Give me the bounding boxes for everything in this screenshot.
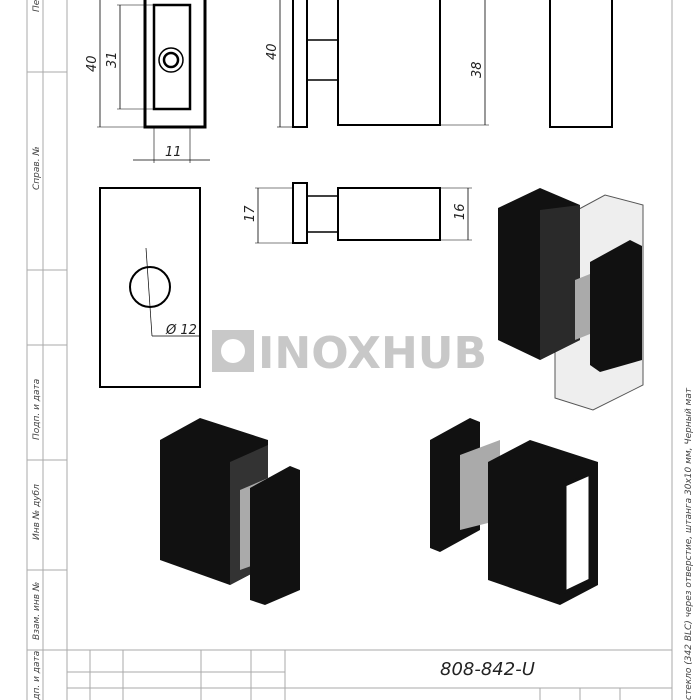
stamp-sprav: Справ. № <box>32 146 42 190</box>
designation: 808-842-U <box>440 659 535 680</box>
dim-front-height: 40 <box>85 55 100 72</box>
sheet-frame <box>26 0 673 700</box>
iso-view-glass <box>498 188 644 411</box>
watermark-logo: INOXHUB <box>212 328 487 379</box>
dim-front-inner: 31 <box>105 51 120 68</box>
stamp-podp-1: Подп. и дата <box>32 379 42 440</box>
dim-top-body: 16 <box>453 203 468 220</box>
front-view: 40 31 11 <box>85 0 210 163</box>
iso-view-back <box>430 418 598 605</box>
plate-view: Ø 12 <box>99 187 201 388</box>
stamp-podp-2: Подп. и дата <box>32 651 42 700</box>
title-block: 808-842-U <box>67 649 672 700</box>
dim-side-height: 40 <box>265 43 280 60</box>
dim-top-plate: 17 <box>243 205 258 222</box>
right-view <box>549 0 613 128</box>
watermark-text: INOXHUB <box>258 328 487 379</box>
side-view: 40 38 <box>265 0 489 128</box>
iso-view-front <box>160 418 300 605</box>
dim-front-width: 11 <box>165 145 182 160</box>
top-view: 17 16 <box>243 182 472 244</box>
description-text: стекло (342 BLC) через отверстие, штанга… <box>684 387 694 700</box>
stamp-vzam: Взам. инв № <box>32 582 42 640</box>
stamp-perv: Перв <box>32 0 42 12</box>
side-stamp: Перв Справ. № Подп. и дата Инв № дубл Вз… <box>32 0 42 700</box>
stamp-inv-dubl: Инв № дубл <box>32 484 42 540</box>
dim-hole: Ø 12 <box>165 323 197 338</box>
dim-side-body: 38 <box>470 61 485 78</box>
